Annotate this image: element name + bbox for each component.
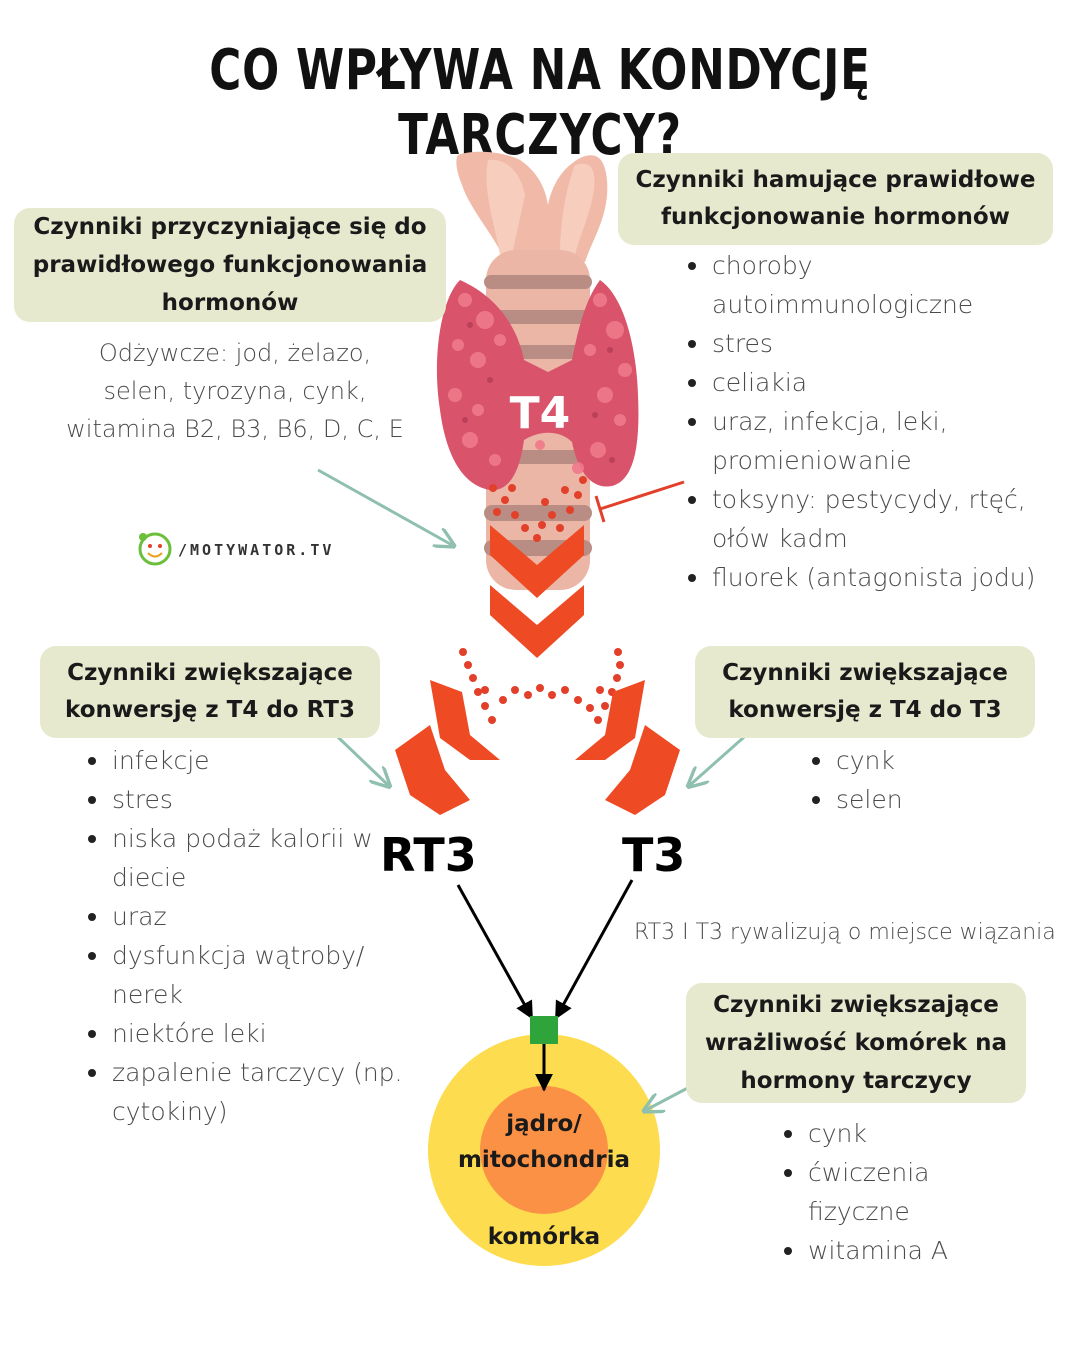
list-item: zapalenie tarczycy (np.cytokiny) bbox=[86, 1053, 406, 1131]
list-item: celiakia bbox=[686, 363, 1066, 402]
chevron-to-t3 bbox=[575, 680, 680, 815]
list-item: toksyny: pestycydy, rtęć,ołów kadm bbox=[686, 480, 1066, 558]
smiley-logo-icon bbox=[138, 532, 172, 566]
list-item: infekcje bbox=[86, 741, 406, 780]
page-title: CO WPŁYWA NA KONDYCJĘ TARCZYCY? bbox=[209, 38, 871, 168]
t3-binding-arrow bbox=[554, 879, 634, 1020]
rt3-label: RT3 bbox=[380, 828, 477, 882]
list-item: stres bbox=[686, 324, 1066, 363]
nutrients-arrow bbox=[317, 468, 452, 545]
rt3-factors-box: Czynniki zwiększające konwersję z T4 do … bbox=[40, 646, 380, 738]
nucleus-label: jądro/ mitochondria bbox=[457, 1111, 631, 1173]
thyroid-gland bbox=[436, 280, 639, 491]
cell-label: komórka bbox=[487, 1224, 601, 1250]
positive-factors-box: Czynniki przyczyniające się do prawidłow… bbox=[14, 208, 446, 322]
list-item: selen bbox=[810, 780, 1010, 819]
list-item: uraz bbox=[86, 897, 406, 936]
list-item: stres bbox=[86, 780, 406, 819]
t4-label: T4 bbox=[509, 388, 571, 439]
sensitivity-factors-box: Czynniki zwiększające wrażliwość komórek… bbox=[686, 983, 1026, 1103]
hormone-dots-top bbox=[489, 476, 587, 542]
chevron-down-t4 bbox=[490, 525, 584, 658]
t3-factors-box: Czynniki zwiększające konwersję z T4 do … bbox=[695, 646, 1035, 738]
list-item: uraz, infekcja, leki,promieniowanie bbox=[686, 402, 1066, 480]
t3-factors-line: Czynniki zwiększające bbox=[722, 660, 1008, 686]
inhibiting-factors-line: Czynniki hamujące prawidłowe bbox=[635, 167, 1036, 193]
list-item: fluorek (antagonista jodu) bbox=[686, 558, 1066, 597]
hormone-dots-split bbox=[459, 648, 624, 724]
positive-factors-line: hormonów bbox=[161, 290, 299, 316]
sensitivity-factors-line: hormony tarczycy bbox=[740, 1068, 972, 1094]
compete-text: RT3 I T3 rywalizują o miejsce wiązania bbox=[634, 920, 1056, 945]
logo-text: /MOTYWATOR.TV bbox=[178, 541, 335, 559]
chevron-to-rt3 bbox=[395, 680, 500, 815]
receptor-square bbox=[530, 1016, 558, 1044]
rt3-binding-arrow bbox=[456, 884, 534, 1020]
nutrients-line: Odżywcze: jod, żelazo, bbox=[98, 339, 372, 367]
sensitivity-factors-line: Czynniki zwiększające bbox=[713, 992, 999, 1018]
inhibiting-factors-box: Czynniki hamujące prawidłowe funkcjonowa… bbox=[618, 153, 1053, 245]
nutrients-line: selen, tyrozyna, cynk, bbox=[103, 377, 367, 405]
list-item: cynk bbox=[810, 741, 1010, 780]
nutrients-text: Odżywcze: jod, żelazo, selen, tyrozyna, … bbox=[40, 334, 430, 448]
rt3-factors-line: konwersję z T4 do RT3 bbox=[65, 697, 355, 723]
t3-label: T3 bbox=[622, 828, 686, 882]
t3-factors-line: konwersję z T4 do T3 bbox=[728, 697, 1002, 723]
list-item: witamina A bbox=[782, 1231, 1042, 1270]
list-item: niektóre leki bbox=[86, 1014, 406, 1053]
positive-factors-line: prawidłowego funkcjonowania bbox=[32, 252, 428, 278]
t3-factors-arrow bbox=[690, 728, 753, 785]
list-item: dysfunkcja wątroby/nerek bbox=[86, 936, 406, 1014]
nutrients-line: witamina B2, B3, B6, D, C, E bbox=[66, 415, 404, 443]
rt3-factors-line: Czynniki zwiększające bbox=[67, 660, 353, 686]
inhibition-marker bbox=[594, 480, 685, 523]
t3-factors-list: cynk selen bbox=[810, 741, 1010, 819]
nucleus-circle bbox=[480, 1086, 608, 1214]
positive-factors-line: Czynniki przyczyniające się do bbox=[33, 214, 427, 240]
sensitivity-factors-line: wrażliwość komórek na bbox=[704, 1030, 1008, 1056]
inhibiting-factors-line: funkcjonowanie hormonów bbox=[661, 204, 1010, 230]
list-item: cynk bbox=[782, 1114, 1042, 1153]
